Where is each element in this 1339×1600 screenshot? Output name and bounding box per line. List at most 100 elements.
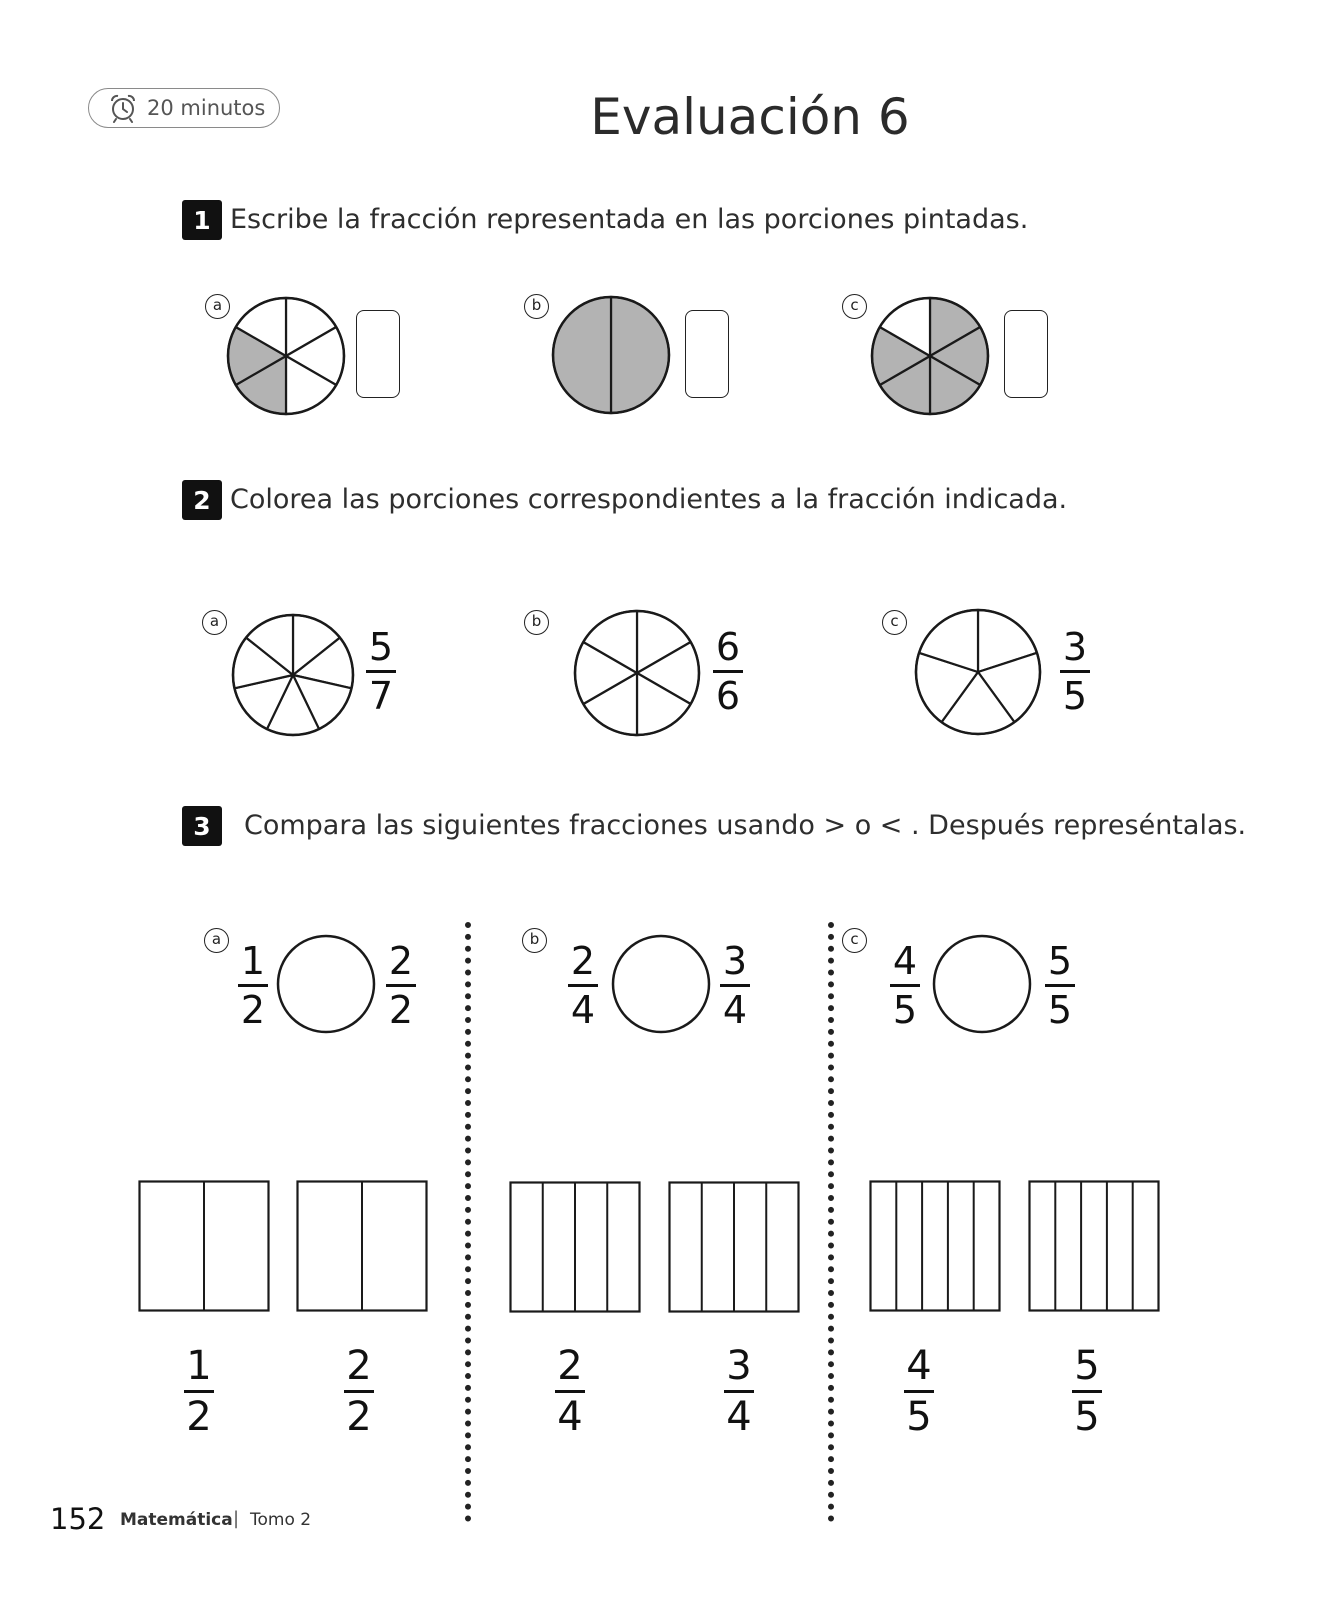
numerator: 3 (1062, 625, 1088, 669)
denominator: 5 (906, 1394, 932, 1440)
fraction-3b-left: 2 4 (568, 940, 598, 1031)
answer-box-1b[interactable] (685, 310, 729, 398)
denominator: 2 (388, 988, 414, 1032)
fraction-bar (344, 1390, 374, 1393)
fraction-rectangle-3b-left[interactable] (509, 1181, 641, 1313)
numerator: 3 (722, 939, 748, 983)
time-label: 20 minutos (147, 96, 266, 120)
denominator: 2 (240, 988, 266, 1032)
pie-sector (551, 295, 613, 415)
fraction-circle-1a (226, 296, 346, 416)
item-letter-2b: b (524, 610, 549, 635)
numerator: 5 (368, 625, 394, 669)
pie-sector (609, 295, 671, 415)
question-number-3: 3 (182, 806, 222, 846)
fraction-3a-left: 1 2 (238, 940, 268, 1031)
numerator: 2 (570, 939, 596, 983)
fraction-2b: 6 6 (713, 626, 743, 717)
fraction-rectangle-3c-right[interactable] (1028, 1180, 1160, 1312)
numerator: 4 (892, 939, 918, 983)
numerator: 6 (715, 625, 741, 669)
numerator: 2 (346, 1343, 372, 1389)
color-circle-2a[interactable] (231, 613, 355, 737)
rectangle-label-3a-right: 2 2 (344, 1344, 374, 1439)
fraction-3b-right: 3 4 (720, 940, 750, 1031)
fraction-rectangle-3b-right[interactable] (668, 1181, 800, 1313)
answer-box-1c[interactable] (1004, 310, 1048, 398)
pie-outline (914, 608, 1042, 736)
pie-outline (551, 295, 671, 415)
fraction-rectangle-3a-left[interactable] (138, 1180, 270, 1312)
rectangle-outline (1028, 1180, 1160, 1312)
denominator: 5 (1047, 988, 1073, 1032)
fraction-bar (184, 1390, 214, 1393)
footer-subject: Matemática (120, 1510, 233, 1530)
time-badge: 20 minutos (88, 88, 280, 128)
denominator: 5 (1074, 1394, 1100, 1440)
color-circle-2c[interactable] (914, 608, 1042, 736)
pie-outline (573, 609, 701, 737)
denominator: 5 (892, 988, 918, 1032)
column-divider (465, 922, 471, 1522)
fraction-bar (386, 984, 416, 987)
fraction-bar (366, 670, 396, 673)
numerator: 3 (726, 1343, 752, 1389)
item-letter-1b: b (524, 294, 549, 319)
fraction-3a-right: 2 2 (386, 940, 416, 1031)
answer-box-1a[interactable] (356, 310, 400, 398)
fraction-3c-left: 4 5 (890, 940, 920, 1031)
alarm-clock-icon (111, 94, 135, 123)
rectangle-label-3c-left: 4 5 (904, 1344, 934, 1439)
compare-circle-3c[interactable] (932, 934, 1032, 1034)
question-number-1: 1 (182, 200, 222, 240)
fraction-bar (1072, 1390, 1102, 1393)
numerator: 4 (906, 1343, 932, 1389)
fraction-2c: 3 5 (1060, 626, 1090, 717)
color-circle-2b[interactable] (573, 609, 701, 737)
compare-circle-3b[interactable] (611, 934, 711, 1034)
numerator: 5 (1074, 1343, 1100, 1389)
denominator: 6 (715, 674, 741, 718)
item-letter-1c: c (842, 294, 867, 319)
fraction-bar (1060, 670, 1090, 673)
denominator: 7 (368, 674, 394, 718)
numerator: 5 (1047, 939, 1073, 983)
item-letter-3a: a (204, 928, 229, 953)
fraction-bar (568, 984, 598, 987)
fraction-bar (890, 984, 920, 987)
footer-tome: Tomo 2 (250, 1510, 312, 1530)
item-letter-1a: a (205, 294, 230, 319)
fraction-3c-right: 5 5 (1045, 940, 1075, 1031)
column-divider (828, 922, 834, 1522)
item-letter-2c: c (882, 610, 907, 635)
fraction-bar (724, 1390, 754, 1393)
denominator: 4 (726, 1394, 752, 1440)
item-letter-3c: c (842, 928, 867, 953)
fraction-rectangle-3a-right[interactable] (296, 1180, 428, 1312)
page-title: Evaluación 6 (590, 88, 910, 146)
fraction-bar (238, 984, 268, 987)
numerator: 2 (388, 939, 414, 983)
denominator: 2 (346, 1394, 372, 1440)
numerator: 1 (240, 939, 266, 983)
pie-outline (231, 613, 355, 737)
footer-separator: | (233, 1508, 240, 1529)
numerator: 1 (186, 1343, 212, 1389)
numerator: 2 (557, 1343, 583, 1389)
fraction-rectangle-3c-left[interactable] (869, 1180, 1001, 1312)
rectangle-label-3a-left: 1 2 (184, 1344, 214, 1439)
fraction-bar (713, 670, 743, 673)
question-number-2: 2 (182, 480, 222, 520)
question-text-3: Compara las siguientes fracciones usando… (244, 810, 1247, 841)
denominator: 4 (722, 988, 748, 1032)
denominator: 4 (557, 1394, 583, 1440)
denominator: 5 (1062, 674, 1088, 718)
rectangle-label-3c-right: 5 5 (1072, 1344, 1102, 1439)
question-text-1: Escribe la fracción representada en las … (230, 204, 1029, 235)
compare-circle-3a[interactable] (276, 934, 376, 1034)
fraction-bar (720, 984, 750, 987)
fraction-2a: 5 7 (366, 626, 396, 717)
fraction-bar (904, 1390, 934, 1393)
rectangle-label-3b-left: 2 4 (555, 1344, 585, 1439)
question-text-2: Colorea las porciones correspondientes a… (230, 484, 1068, 515)
